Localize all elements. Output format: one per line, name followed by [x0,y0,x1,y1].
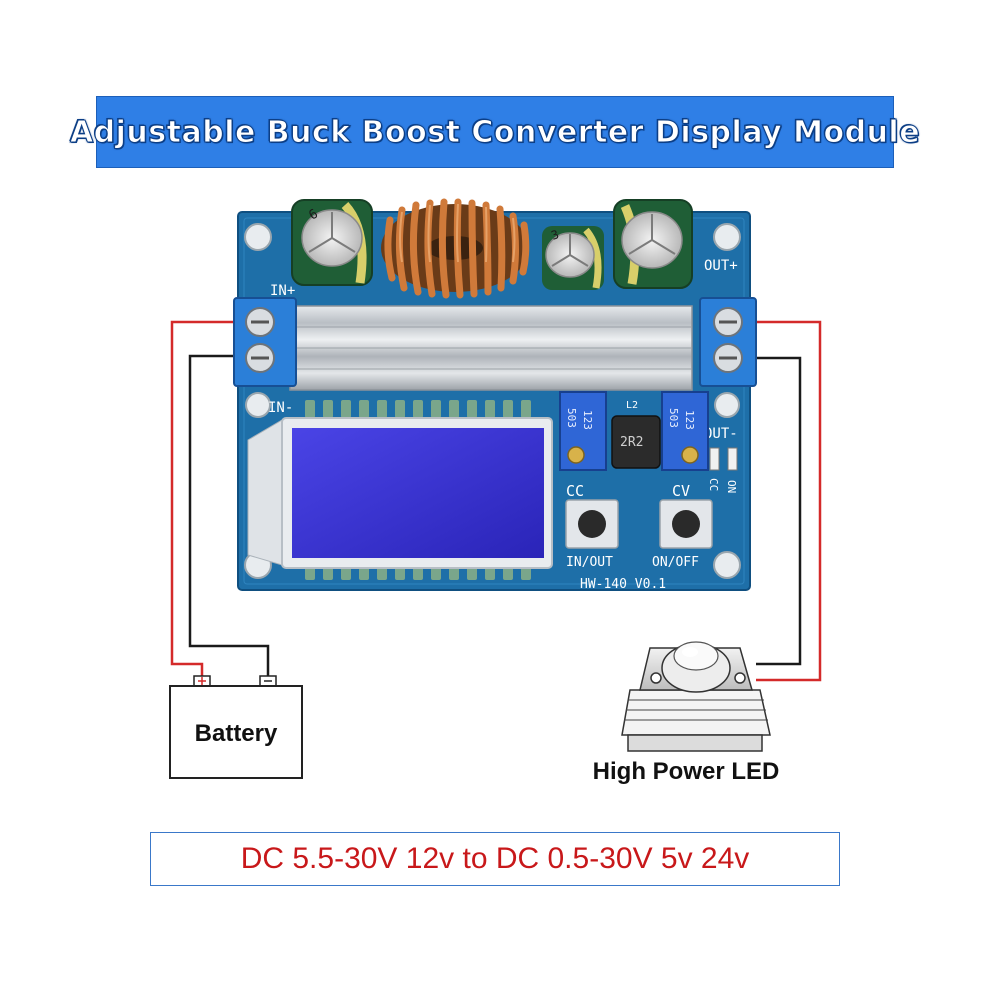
output-terminal-block [699,297,757,387]
inductor-ref: L2 [626,400,638,411]
inductor-value: 2R2 [620,435,643,450]
wiring [170,320,822,682]
converter-board: 6 [233,198,757,592]
lcd-display [247,417,553,569]
heatsink [289,305,693,391]
spec-caption: DC 5.5-30V 12v to DC 0.5-30V 5v 24v [240,842,750,875]
label-cv: CV [672,482,690,500]
wire-out-negative [752,356,802,666]
button-in-out [565,499,619,549]
input-terminal-block [233,297,297,387]
status-leds: CC ON [707,447,738,493]
label-out-plus: OUT+ [704,258,738,274]
label-button-on-off: ON/OFF [652,555,699,570]
mounting-holes [244,223,741,579]
smd-inductor: 2R2 L2 [611,400,661,469]
label-model: HW-140 V0.1 [580,577,666,592]
pot-cc-code: 503 [565,408,578,428]
wire-in-negative [188,354,270,676]
high-power-led [621,641,771,752]
title-banner: Adjustable Buck Boost Converter Display … [69,96,920,168]
label-out-minus: OUT- [704,426,738,442]
label-in-plus: IN+ [270,283,295,299]
led-label-cc: CC [707,478,720,491]
cap-middle-mark: 3 [549,227,561,243]
capacitor-middle: 3 [542,226,604,290]
capacitor-right [613,199,693,289]
battery-label: Battery [194,720,278,747]
potentiometer-cv: 503 123 [661,391,709,471]
pot-cv-value: 123 [683,410,696,430]
banner-title: Adjustable Buck Boost Converter Display … [69,114,921,150]
battery [169,675,303,779]
toroid-inductor [381,198,530,299]
wire-out-positive [752,320,822,682]
label-cc: CC [566,482,584,500]
spec-caption-box: DC 5.5-30V 12v to DC 0.5-30V 5v 24v [150,832,840,886]
label-button-in-out: IN/OUT [566,555,613,570]
potentiometer-cc: 503 123 [559,391,607,471]
capacitor-left: 6 [291,199,373,286]
led-label-on: ON [725,480,738,493]
led-label: High Power LED [592,758,780,785]
pot-cv-code: 503 [667,408,680,428]
pot-cc-value: 123 [581,410,594,430]
button-on-off [659,499,713,549]
wire-in-positive [170,320,238,676]
label-in-minus: IN- [268,400,293,416]
